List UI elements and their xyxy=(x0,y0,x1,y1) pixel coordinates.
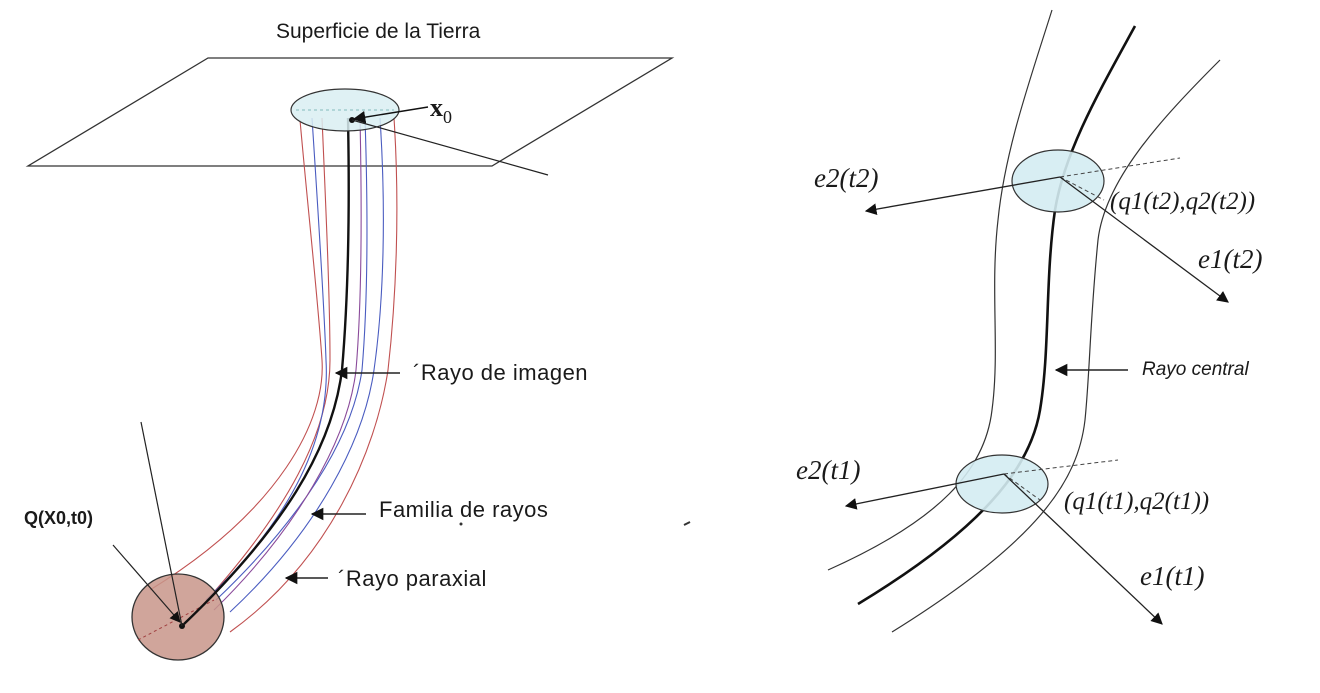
cross-section-t1-dashed xyxy=(1003,459,1119,501)
e1-t2-label: e1(t2) xyxy=(1198,244,1262,274)
image-ray-label: ´Rayo de imagen xyxy=(413,360,588,385)
source-normal-line xyxy=(140,421,183,627)
paraxial-ray-blue-right-1 xyxy=(215,117,368,601)
tube-left-boundary xyxy=(827,9,1053,571)
e2-t2-label: e2(t2) xyxy=(814,163,878,193)
e2-t1-vector xyxy=(844,473,1005,510)
x0-label: x0 xyxy=(430,93,452,127)
cross-section-t1 xyxy=(955,454,1049,514)
tube-right-boundary xyxy=(891,59,1221,633)
earth-surface-plane xyxy=(25,57,675,167)
stray-mark xyxy=(683,521,691,526)
e1-t1-label: e1(t1) xyxy=(1140,561,1204,591)
cross-section-t2-dashed xyxy=(1059,157,1181,201)
right-panel: Rayo central e2(t2) (q1(t2),q2(t2)) e1(t… xyxy=(796,9,1262,633)
q-t1-label: (q1(t1),q2(t1)) xyxy=(1064,488,1209,515)
x0-subscript: 0 xyxy=(443,107,452,127)
x0-vector-line xyxy=(351,119,549,176)
central-ray xyxy=(857,25,1137,606)
paraxial-ray-purple xyxy=(213,117,362,611)
cross-section-t2 xyxy=(1011,149,1105,213)
source-label: Q(X0,t0) xyxy=(24,508,93,528)
source-pointer-arrow xyxy=(112,544,181,623)
x0-main: x xyxy=(430,93,443,122)
e2-t1-label: e2(t1) xyxy=(796,455,860,485)
e2-t2-vector xyxy=(864,176,1061,215)
paraxial-ray-blue-left xyxy=(205,117,327,601)
ray-family xyxy=(149,117,398,633)
q-t2-label: (q1(t2),q2(t2)) xyxy=(1110,188,1255,215)
central-ray-label: Rayo central xyxy=(1142,359,1249,380)
paraxial-ray-red-inner-left xyxy=(195,117,331,613)
x0-pointer-arrow xyxy=(352,106,429,124)
source-disk xyxy=(131,573,225,661)
stray-dot xyxy=(459,522,463,526)
surface-label: Superficie de la Tierra xyxy=(276,20,481,43)
paraxial-ray-red-outer-left xyxy=(149,119,323,591)
paraxial-ray-red-outer-right xyxy=(229,117,398,633)
e1-t2-vector xyxy=(1059,176,1229,303)
left-panel: Superficie de la Tierra x0 Q(X0,t0) xyxy=(24,20,691,661)
family-label: Familia de rayos xyxy=(379,497,548,522)
paraxial-label: ´Rayo paraxial xyxy=(338,566,487,591)
paraxial-ray-blue-right-2 xyxy=(229,117,384,613)
e1-t1-vector xyxy=(1003,473,1163,625)
